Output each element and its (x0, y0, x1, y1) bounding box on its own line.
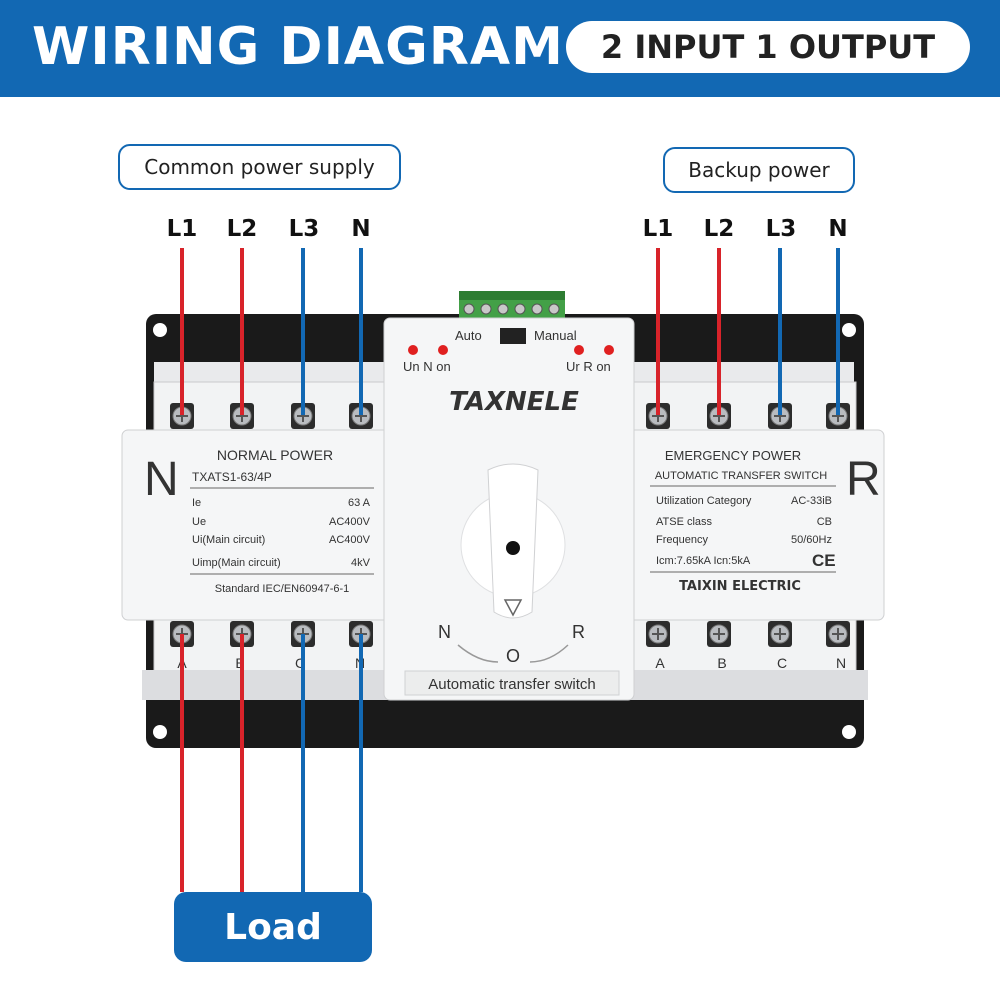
normal-side-letter: N (144, 453, 179, 506)
common-phase-l3-label: L3 (288, 216, 320, 242)
ce-mark-icon: CE (812, 551, 836, 570)
common-power-supply-label: Common power supply (118, 144, 401, 190)
load-output-wires (180, 634, 363, 892)
device-bottom-label: Automatic transfer switch (428, 676, 596, 693)
dial-arc-right (529, 644, 569, 663)
center-module: Auto Manual Un N on Ur R on TAXNELE N O … (383, 317, 635, 701)
backup-power-label: Backup power (663, 147, 855, 193)
emergency-power-panel: EMERGENCY POWER AUTOMATIC TRANSFER SWITC… (650, 448, 836, 594)
mode-manual-label: Manual (534, 328, 577, 343)
diagram-subtitle-pill: 2 INPUT 1 OUTPUT (566, 21, 970, 73)
emergency-power-heading: EMERGENCY POWER (665, 448, 801, 463)
dial-position-n: N (438, 622, 451, 642)
spec-key-utilization: Utilization Category (656, 495, 752, 507)
terminal-label-n-right: N (836, 655, 846, 671)
handle-arrow-icon (503, 599, 523, 617)
indicator-led-2 (438, 345, 448, 355)
terminal-screw-right-bottom-3 (768, 621, 792, 647)
control-terminal-block (459, 291, 565, 321)
dial-arc-left (457, 644, 499, 663)
indicator-left-label: Un N on (403, 359, 451, 374)
indicator-led-1 (408, 345, 418, 355)
auto-manual-switch[interactable] (500, 328, 526, 344)
common-phase-l2-label: L2 (226, 216, 258, 242)
spec-value-uimp: 4kV (351, 557, 371, 569)
spec-key-ie: Ie (192, 497, 201, 509)
terminal-label-c-left: C (295, 655, 305, 671)
handle-pivot (506, 541, 520, 555)
terminal-label-c-right: C (777, 655, 787, 671)
terminal-label-b-right: B (717, 655, 726, 671)
backup-supply-wires (656, 248, 840, 415)
terminal-screw-right-bottom-4 (826, 621, 850, 647)
spec-value-frequency: 50/60Hz (791, 534, 832, 546)
terminal-screw-right-top-1 (646, 403, 670, 429)
dial-position-r: R (572, 622, 585, 642)
manufacturer-name: TAIXIN ELECTRIC (679, 579, 801, 594)
common-phase-n-label: N (351, 216, 371, 242)
indicator-led-4 (604, 345, 614, 355)
indicator-right-label: Ur R on (566, 359, 611, 374)
header-banner: WIRING DIAGRAM 2 INPUT 1 OUTPUT (0, 0, 1000, 97)
normal-model-number: TXATS1-63/4P (192, 470, 272, 484)
spec-key-uimp: Uimp(Main circuit) (192, 557, 281, 569)
load-output-box: Load (174, 892, 372, 962)
brand-logo: TAXNELE (449, 387, 579, 417)
dial-position-o: O (506, 646, 520, 666)
spec-key-ui: Ui(Main circuit) (192, 534, 265, 546)
spec-value-atse-class: CB (817, 516, 832, 528)
backup-phase-n-label: N (828, 216, 848, 242)
diagram-title: WIRING DIAGRAM (32, 17, 564, 77)
terminal-screw-right-bottom-2 (707, 621, 731, 647)
terminal-screw-right-top-4 (826, 403, 850, 429)
terminal-label-a-right: A (655, 655, 665, 671)
normal-standard-text: Standard IEC/EN60947-6-1 (215, 583, 350, 595)
common-supply-wires (180, 248, 363, 415)
backup-phase-l1-label: L1 (642, 216, 674, 242)
spec-value-utilization: AC-33iB (791, 495, 832, 507)
normal-power-panel: NORMAL POWER TXATS1-63/4P Ie 63 A Ue AC4… (190, 447, 374, 595)
spec-key-frequency: Frequency (656, 534, 708, 546)
terminal-screw-left-top-4 (349, 403, 373, 429)
spec-value-ie: 63 A (348, 497, 371, 509)
spec-key-atse-class: ATSE class (656, 516, 713, 528)
spec-value-ui: AC400V (329, 534, 371, 546)
backup-phase-l3-label: L3 (765, 216, 797, 242)
common-phase-l1-label: L1 (166, 216, 198, 242)
spec-value-ue: AC400V (329, 516, 371, 528)
spec-key-icm-icn: Icm:7.65kA Icn:5kA (656, 555, 751, 567)
spec-key-ue: Ue (192, 516, 206, 528)
mode-auto-label: Auto (455, 328, 482, 343)
indicator-led-3 (574, 345, 584, 355)
emergency-subheading: AUTOMATIC TRANSFER SWITCH (655, 470, 827, 482)
terminal-screw-right-bottom-1 (646, 621, 670, 647)
terminal-screw-left-top-1 (170, 403, 194, 429)
backup-phase-l2-label: L2 (703, 216, 735, 242)
reserve-side-letter: R (846, 453, 881, 506)
normal-power-heading: NORMAL POWER (217, 447, 333, 463)
